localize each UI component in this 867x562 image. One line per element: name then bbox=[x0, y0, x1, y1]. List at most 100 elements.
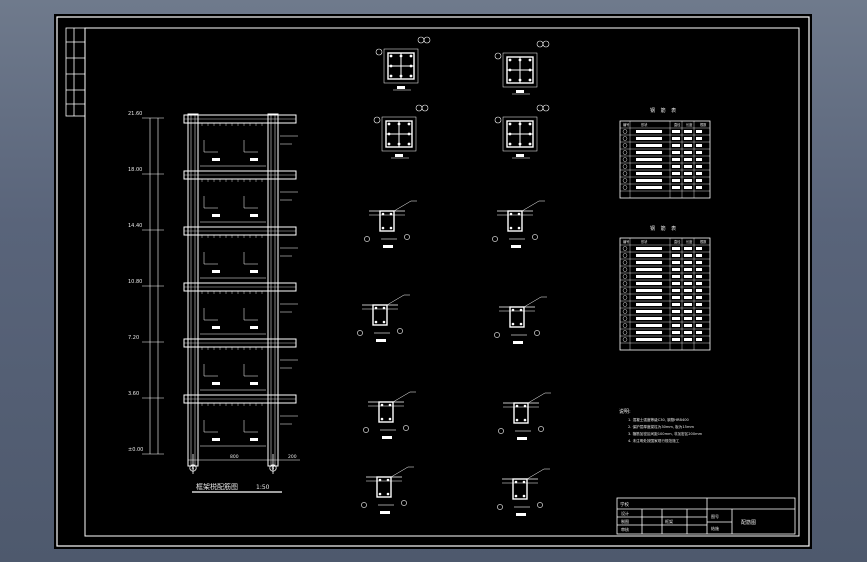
column-section bbox=[494, 104, 550, 159]
note-line: 3. 箍筋加密区间距100mm, 非加密区200mm bbox=[628, 431, 703, 436]
designer-label: 设计 bbox=[621, 510, 629, 516]
table-bubble bbox=[622, 178, 628, 183]
callout-mark bbox=[212, 382, 220, 385]
mark-bubble bbox=[417, 36, 425, 44]
callout-mark bbox=[250, 326, 258, 329]
beam-section bbox=[363, 391, 416, 439]
mark-bubble bbox=[397, 328, 403, 334]
mark-bubble bbox=[403, 425, 409, 431]
axis-mark: A bbox=[192, 466, 195, 471]
rebar-table-1[interactable]: 钢 筋 表 编号 形状 直径 长度 根数 bbox=[619, 107, 711, 199]
leader bbox=[526, 468, 550, 480]
table-shape bbox=[636, 282, 662, 285]
rebar-dot bbox=[518, 58, 522, 62]
rebar-dot bbox=[508, 58, 512, 62]
general-notes[interactable]: 说明: 1. 混凝土强度等级C30, 钢筋HRB400 2. 保护层厚度梁柱为3… bbox=[619, 408, 703, 443]
table-value bbox=[696, 310, 702, 313]
rebar-dot bbox=[514, 494, 518, 498]
table-header: 直径 bbox=[674, 239, 681, 244]
rebar-leader bbox=[203, 196, 218, 209]
table-shape bbox=[636, 247, 662, 250]
rebar-dot bbox=[381, 226, 385, 230]
rebar-dot bbox=[374, 320, 378, 324]
label-mark bbox=[517, 437, 527, 440]
label-mark bbox=[516, 154, 524, 157]
title-block[interactable]: 学校 设计 制图 审核 框架 图号 结施 配筋图 bbox=[616, 497, 796, 535]
frame-elevation[interactable]: 21.60 18.00 14.40 10.80 7.20 3.60 ±0.00 bbox=[128, 111, 300, 493]
table-value bbox=[684, 275, 692, 278]
rebar-dot bbox=[515, 418, 519, 422]
outer-border bbox=[56, 16, 810, 547]
axis-bubble-a bbox=[189, 464, 197, 472]
table-value bbox=[672, 282, 680, 285]
rebar-dot bbox=[514, 480, 518, 484]
drawing-name: 配筋图 bbox=[741, 519, 756, 526]
table-shape bbox=[636, 165, 662, 168]
table-value bbox=[672, 186, 680, 189]
table-value bbox=[696, 144, 702, 147]
table-value bbox=[696, 254, 702, 257]
table-bubble bbox=[622, 330, 628, 335]
label-mark bbox=[516, 90, 524, 93]
rebar-dot bbox=[399, 54, 403, 58]
table-value bbox=[672, 310, 680, 313]
mark-bubble bbox=[542, 104, 550, 112]
table-value bbox=[696, 151, 702, 154]
section-details[interactable] bbox=[357, 36, 551, 516]
column-section bbox=[373, 104, 429, 159]
leader bbox=[527, 392, 551, 404]
table-value bbox=[696, 296, 702, 299]
table-bubble bbox=[622, 143, 628, 148]
rebar-dot bbox=[397, 122, 401, 126]
rebar-dot bbox=[397, 142, 401, 146]
rebar-leader bbox=[243, 196, 258, 209]
table-shape bbox=[636, 317, 662, 320]
table-value bbox=[672, 130, 680, 133]
table-bubble bbox=[622, 129, 628, 134]
table-shape bbox=[636, 130, 662, 133]
rebar-dot bbox=[528, 132, 532, 136]
table-value bbox=[672, 144, 680, 147]
table-shape bbox=[636, 254, 662, 257]
rebar-dot bbox=[374, 306, 378, 310]
table-border bbox=[619, 120, 711, 199]
note-line: 1. 混凝土强度等级C30, 钢筋HRB400 bbox=[628, 417, 690, 422]
callout-mark bbox=[212, 326, 220, 329]
table-bubble bbox=[622, 323, 628, 328]
table-bubble bbox=[622, 316, 628, 321]
rebar-leader bbox=[243, 364, 258, 377]
inner-border bbox=[84, 27, 800, 537]
elevation-dimension-line bbox=[142, 117, 164, 455]
table-value bbox=[696, 331, 702, 334]
table-header: 编号 bbox=[623, 122, 629, 127]
table-shape bbox=[636, 296, 662, 299]
cad-drawing[interactable]: 21.60 18.00 14.40 10.80 7.20 3.60 ±0.00 bbox=[54, 14, 812, 549]
table-shape bbox=[636, 289, 662, 292]
mark-bubble bbox=[538, 426, 544, 432]
rebar-table-2[interactable]: 钢 筋 表 编号 形状 直径 长度 根数 bbox=[619, 225, 711, 351]
mark-bubble bbox=[536, 40, 544, 48]
rebar-dot bbox=[399, 74, 403, 78]
table-shape bbox=[636, 331, 662, 334]
table-value bbox=[672, 158, 680, 161]
table-value bbox=[684, 144, 692, 147]
rebar-dot bbox=[528, 78, 532, 82]
table-value bbox=[696, 247, 702, 250]
frame-columns bbox=[187, 113, 279, 474]
table-value bbox=[684, 261, 692, 264]
label-mark bbox=[383, 245, 393, 248]
axis-mark: B bbox=[272, 466, 275, 471]
table-value bbox=[684, 338, 692, 341]
rebar-leader bbox=[243, 252, 258, 265]
table-value bbox=[684, 158, 692, 161]
drafter-label: 制图 bbox=[621, 518, 629, 524]
table-bubble bbox=[622, 246, 628, 251]
rebar-leader bbox=[203, 140, 218, 153]
mark-bubble bbox=[375, 48, 383, 56]
table-value bbox=[672, 268, 680, 271]
rebar-dot bbox=[389, 64, 393, 68]
note-line: 4. 未注明处按国家现行规范施工 bbox=[628, 438, 680, 443]
label-mark bbox=[382, 436, 392, 439]
frame-title: 框架棁配筋图 bbox=[196, 482, 238, 491]
